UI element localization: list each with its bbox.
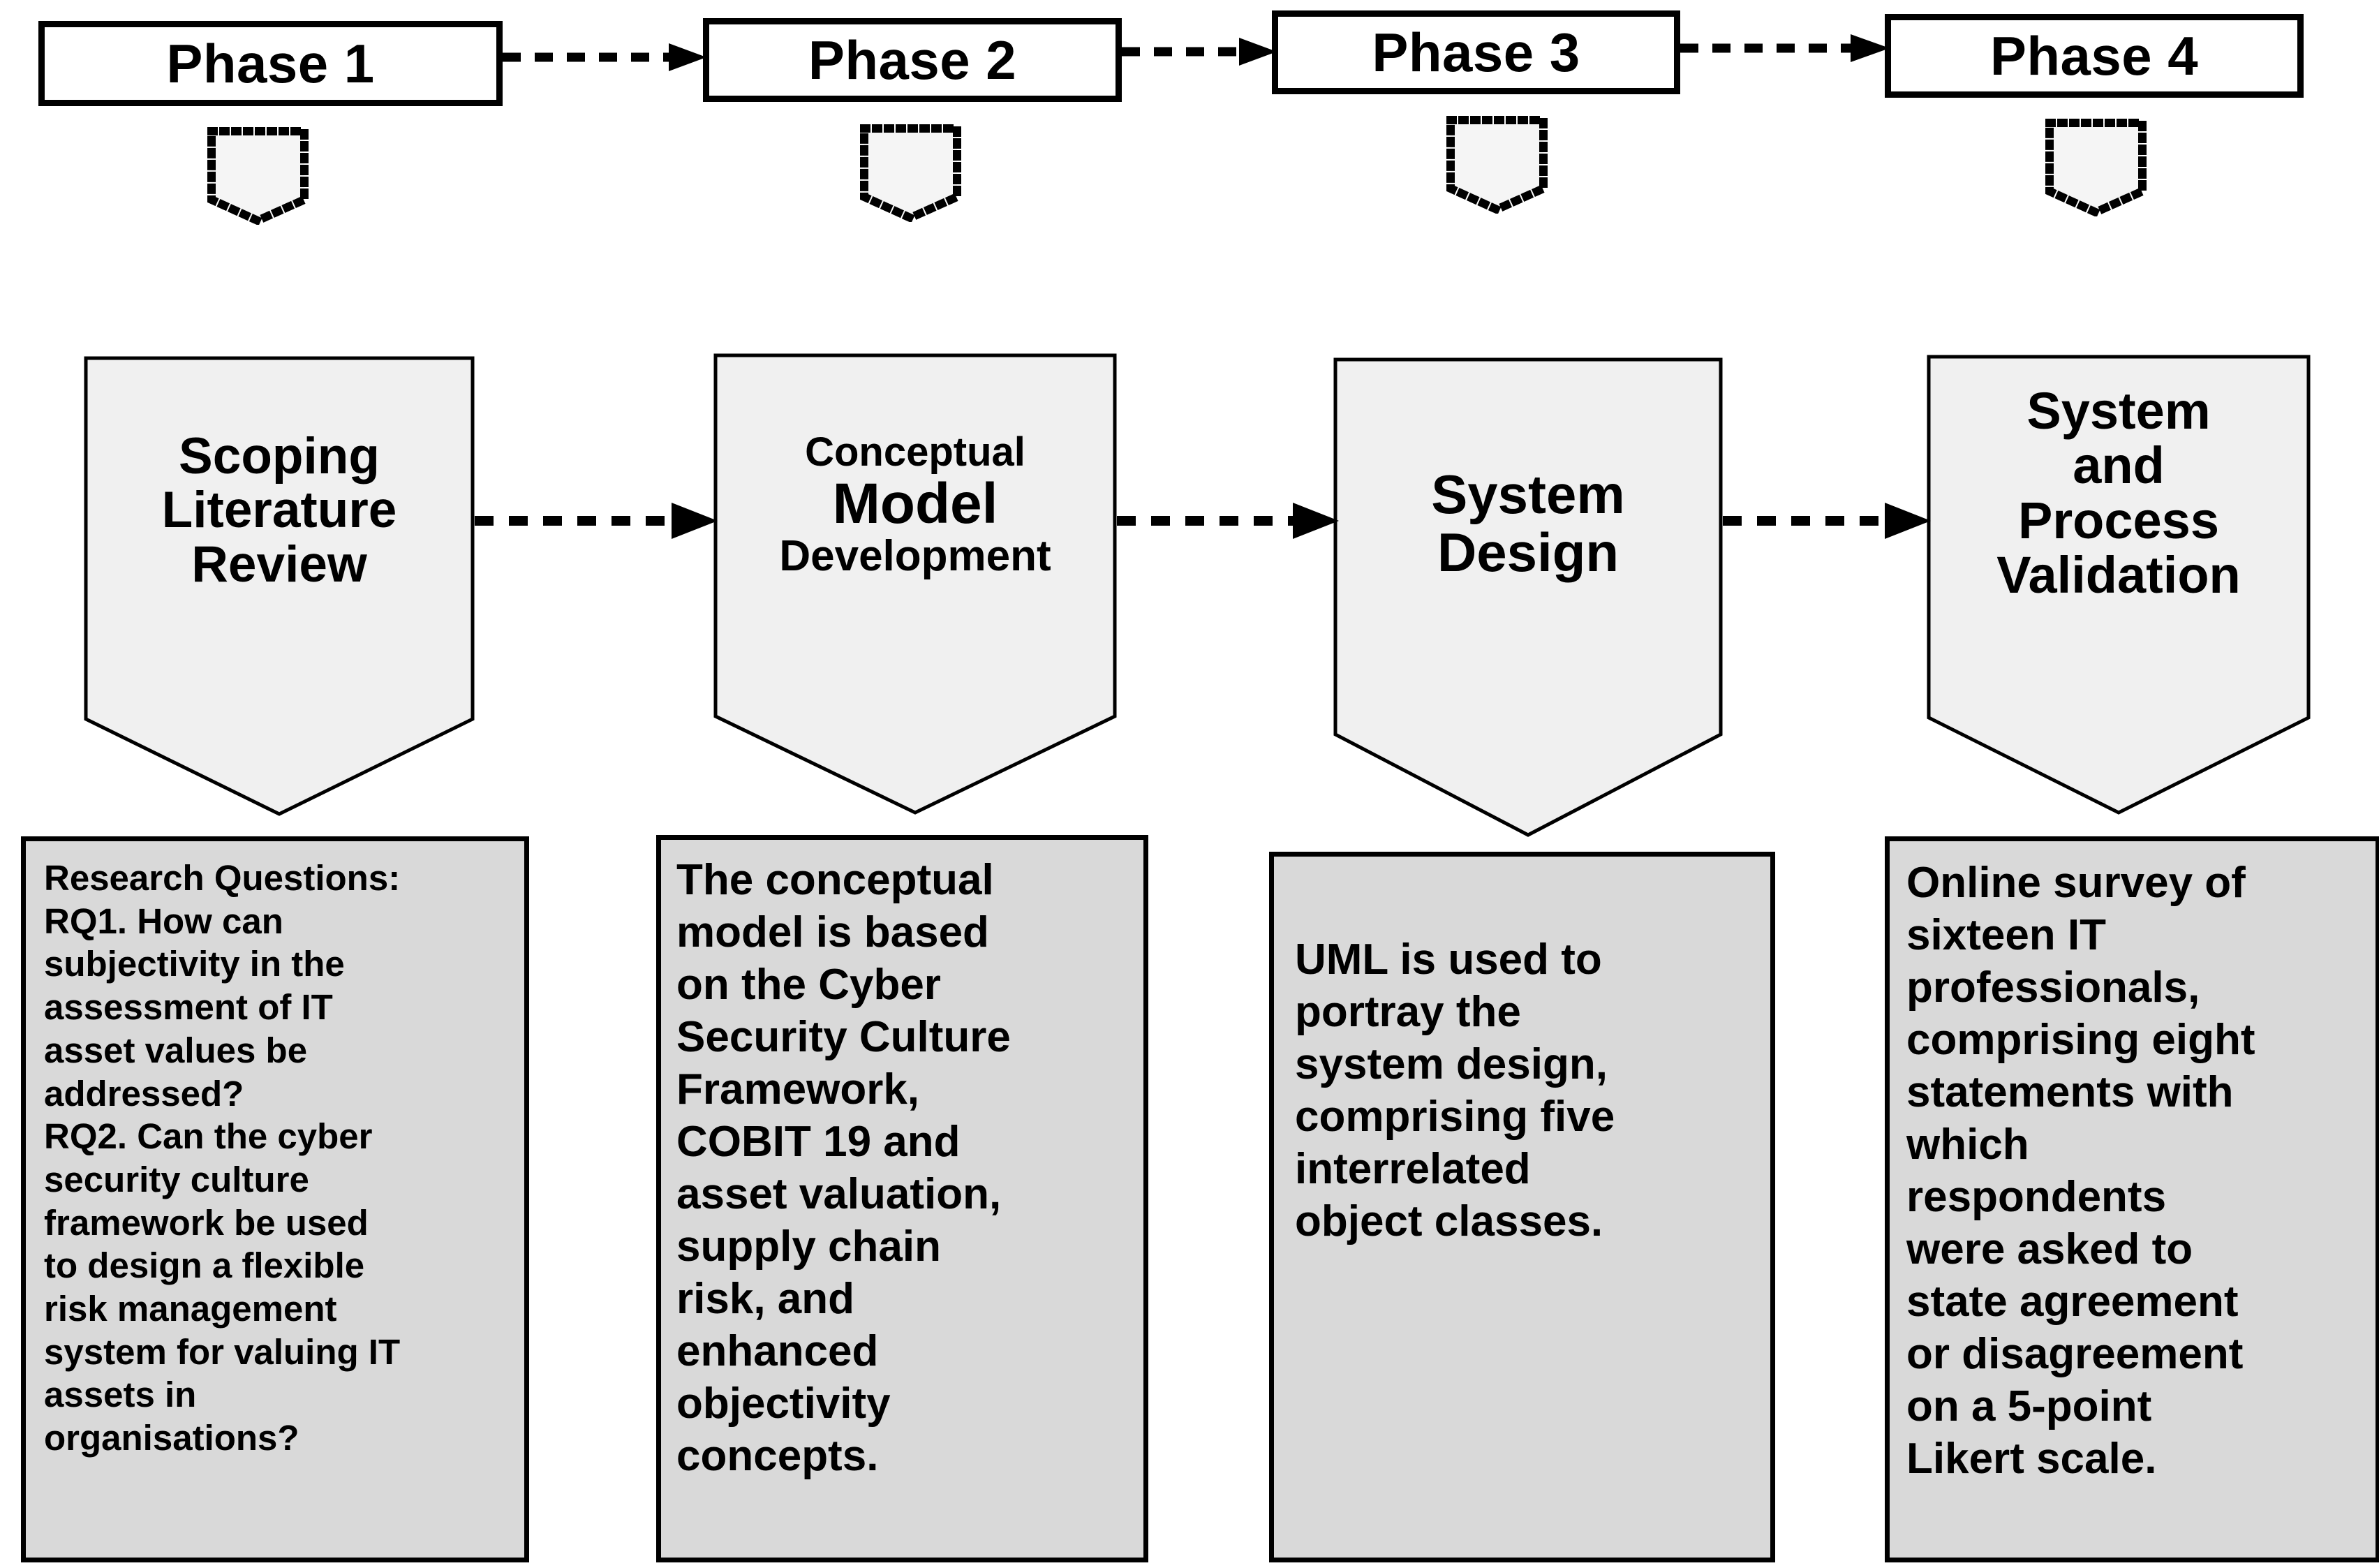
phase-header-label-4: Phase 4 xyxy=(1989,25,2199,87)
stage-label-2-line-1: Conceptual xyxy=(805,429,1025,475)
note-text-3: UML is used to portray the system design… xyxy=(1295,935,1615,1246)
stage-shape-3: System Design xyxy=(1333,357,1723,838)
stage-label-4-line-1: System xyxy=(2026,382,2211,440)
dotted-connector-banner-2 xyxy=(860,124,961,222)
note-box-1: Research Questions: RQ1. How can subject… xyxy=(21,836,529,1562)
stage-label-1-line-3: Review xyxy=(191,535,367,593)
note-text-4: Online survey of sixteen IT professional… xyxy=(1906,859,2255,1484)
stage-arrow-2-to-3 xyxy=(1117,503,1339,539)
stage-label-2: Conceptual Model Development xyxy=(713,430,1117,581)
note-box-4: Online survey of sixteen IT professional… xyxy=(1885,836,2379,1562)
phase-header-box-3: Phase 3 xyxy=(1272,10,1680,94)
phase-arrow-2-to-3 xyxy=(1122,38,1277,66)
phase-header-box-2: Phase 2 xyxy=(703,18,1122,102)
phase-arrow-3-to-4 xyxy=(1680,34,1890,62)
stage-label-3-line-1: System xyxy=(1431,464,1625,525)
stage-shape-4: System and Process Validation xyxy=(1927,355,2311,815)
phase-header-box-4: Phase 4 xyxy=(1885,14,2304,98)
phase-header-label-3: Phase 3 xyxy=(1372,22,1580,83)
stage-label-4-line-2: and xyxy=(2073,436,2165,495)
stage-label-2-line-3: Development xyxy=(779,532,1051,581)
stage-label-4: System and Process Validation xyxy=(1927,382,2311,605)
stage-label-4-line-4: Validation xyxy=(1996,546,2241,605)
phase-header-label-2: Phase 2 xyxy=(808,29,1017,91)
stage-shape-2: Conceptual Model Development xyxy=(713,353,1117,815)
dotted-connector-banner-4 xyxy=(2045,119,2147,216)
dotted-connector-banner-1 xyxy=(207,127,309,225)
stage-label-1-line-1: Scoping xyxy=(179,428,380,485)
stage-label-3-line-2: Design xyxy=(1437,521,1620,583)
phase-header-box-1: Phase 1 xyxy=(38,21,503,106)
phase-header-label-1: Phase 1 xyxy=(166,33,375,94)
dotted-connector-banner-3 xyxy=(1446,116,1548,214)
stage-label-3: System Design xyxy=(1333,466,1723,581)
stage-label-1-line-2: Literature xyxy=(161,482,397,539)
stage-arrow-1-to-2 xyxy=(475,503,718,539)
stage-label-1: Scoping Literature Review xyxy=(84,428,475,593)
stage-label-4-line-3: Process xyxy=(2018,491,2219,549)
note-box-2: The conceptual model is based on the Cyb… xyxy=(656,835,1148,1562)
note-text-2: The conceptual model is based on the Cyb… xyxy=(676,856,1011,1481)
stage-label-2-line-2: Model xyxy=(832,471,998,535)
note-text-1: Research Questions: RQ1. How can subject… xyxy=(44,858,401,1458)
stage-arrow-3-to-4 xyxy=(1723,503,1931,539)
note-box-3: UML is used to portray the system design… xyxy=(1269,852,1775,1562)
stage-shape-1: Scoping Literature Review xyxy=(84,356,475,817)
phase-arrow-1-to-2 xyxy=(503,43,706,71)
